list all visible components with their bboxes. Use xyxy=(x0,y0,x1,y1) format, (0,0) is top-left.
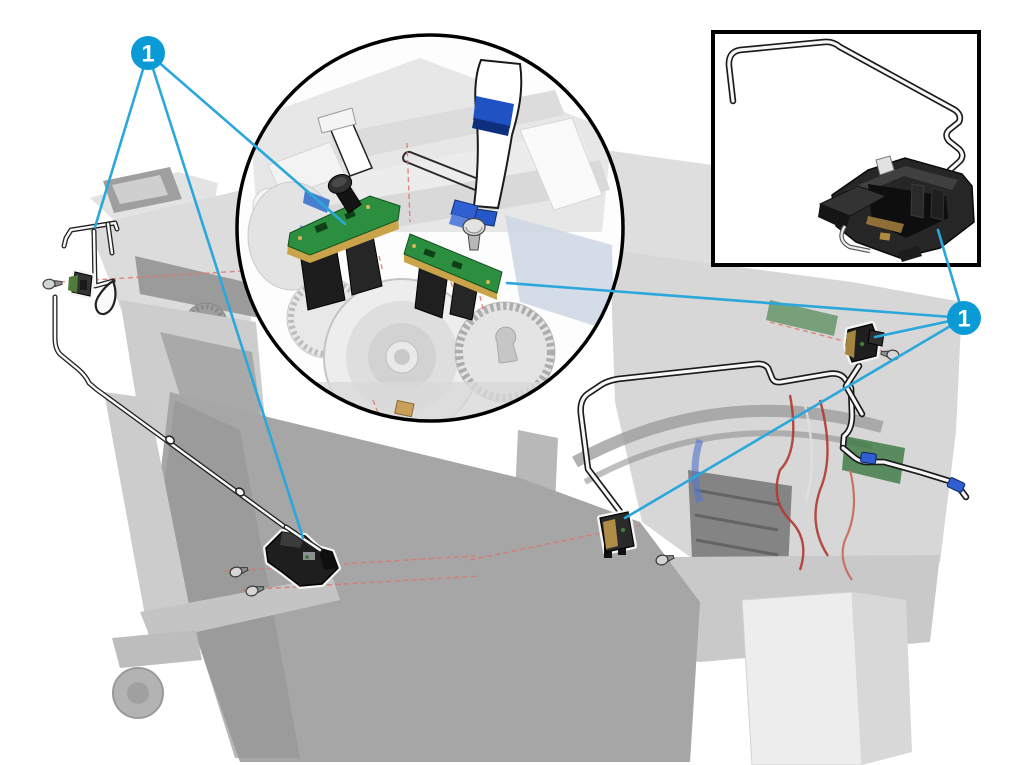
callout-badge-left: 1 xyxy=(131,36,165,70)
callout-circle-right xyxy=(947,301,981,335)
cable-harness-right xyxy=(839,444,970,501)
right-sensor xyxy=(843,321,885,365)
callout-badge-right: 1 xyxy=(947,301,981,335)
leader-left-to-pcb1 xyxy=(146,51,347,226)
bottom-sensor xyxy=(597,509,637,558)
screw-latch-2 xyxy=(245,585,265,597)
screw-left-bracket xyxy=(42,278,63,290)
leader-lines xyxy=(93,51,966,540)
callout-circle-left xyxy=(131,36,165,70)
harness-connectors xyxy=(860,451,966,493)
encoder-sensor-pcb-right xyxy=(403,199,503,321)
screw-pcb-right xyxy=(462,217,486,251)
encoder-sensor-pcb-left xyxy=(287,174,401,311)
magnifier-detail xyxy=(235,33,625,423)
screw-pcb-left xyxy=(327,174,362,214)
screw-bottom-sensor xyxy=(655,554,675,566)
magnifier-content xyxy=(247,58,614,421)
leader-left-to-latch xyxy=(146,51,305,540)
inset-detail-box xyxy=(711,30,981,267)
middle-wireform xyxy=(577,360,866,518)
leader-right-to-pcb2 xyxy=(505,281,966,320)
screw-latch-1 xyxy=(229,566,249,578)
callout-label-left: 1 xyxy=(141,41,154,68)
latch-holder-part xyxy=(263,524,341,589)
left-bracket-sensor xyxy=(68,269,95,299)
flex-ribbon xyxy=(466,58,523,227)
leader-left-to-bracket xyxy=(93,51,150,229)
left-sensor-bracket-wireform xyxy=(61,220,120,316)
callout-label-right: 1 xyxy=(957,306,970,333)
leader-right-to-bottom-sensor xyxy=(623,316,966,520)
media-rod-wireform xyxy=(52,294,303,541)
magnifier-circle-outline xyxy=(235,33,625,423)
inset-wireform xyxy=(725,38,966,184)
